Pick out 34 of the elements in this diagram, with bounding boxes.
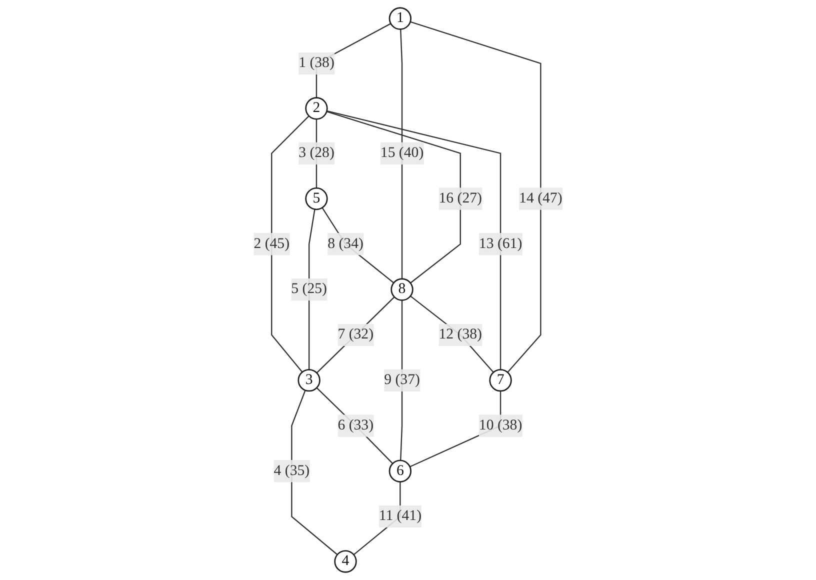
connector <box>410 296 494 373</box>
edge-label: 16 (27) <box>438 190 482 206</box>
edge-label: 14 (47) <box>519 190 562 206</box>
connector <box>316 296 395 374</box>
node-circle: 8 <box>390 278 414 301</box>
edge-label: 4 (35) <box>274 462 310 479</box>
connector <box>316 387 394 464</box>
edge-label: 11 (41) <box>378 508 422 524</box>
node-circle: 5 <box>305 187 328 210</box>
connector <box>326 111 461 284</box>
edge-label: 8 (34) <box>328 236 364 252</box>
edge-label: 6 (33) <box>338 417 374 434</box>
edge-label: 7 (32) <box>338 326 374 342</box>
connector <box>326 110 502 370</box>
edge-label: 13 (61) <box>478 236 522 252</box>
connector <box>410 21 542 373</box>
node-circle: 7 <box>489 368 512 392</box>
connector <box>271 116 310 372</box>
node-circle: 1 <box>388 7 412 30</box>
edge-label: 3 (28) <box>298 145 334 161</box>
node-circle: 4 <box>334 550 357 573</box>
node-circle: 6 <box>388 460 412 482</box>
connector <box>400 29 403 279</box>
connector <box>291 390 338 556</box>
edge-label: 5 (25) <box>291 281 327 297</box>
edge-label: 2 (45) <box>254 236 290 252</box>
connector <box>322 207 394 284</box>
node-circle: 2 <box>305 97 328 120</box>
edge-label: 9 (37) <box>384 372 420 388</box>
edge-label: 1 (38) <box>298 55 334 71</box>
edge-label: 15 (40) <box>380 145 424 161</box>
edge-label: 10 (38) <box>478 417 522 434</box>
edge-label: 12 (38) <box>438 326 482 342</box>
node-circle: 3 <box>298 368 320 392</box>
